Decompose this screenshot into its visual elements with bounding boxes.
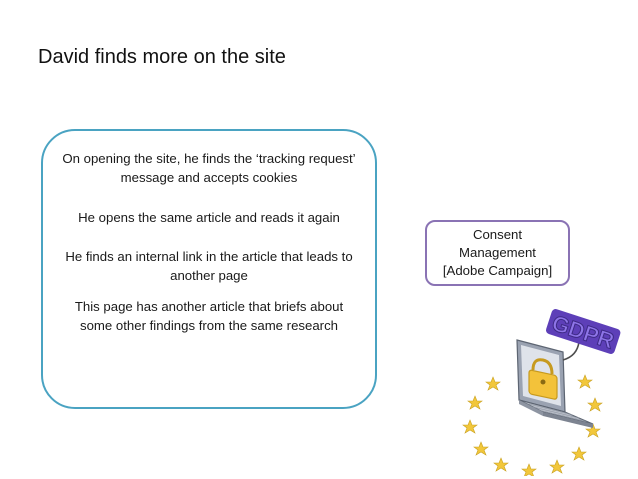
story-paragraph-3: He finds an internal link in the article…	[65, 249, 353, 283]
padlock-icon	[528, 358, 558, 400]
svg-text:GDPR: GDPR	[549, 310, 617, 353]
story-paragraph-2: He opens the same article and reads it a…	[78, 210, 340, 225]
consent-line-2: Management	[459, 245, 536, 260]
consent-line-1: Consent	[472, 227, 523, 242]
story-paragraph-4: This page has another article that brief…	[74, 299, 344, 333]
slide-title: David finds more on the site	[38, 46, 286, 68]
eu-stars-icon	[462, 374, 603, 476]
consent-line-3: [Adobe Campaign]	[442, 263, 553, 278]
gdpr-badge-icon: GDPR	[546, 309, 621, 354]
story-box: On opening the site, he finds the ‘track…	[41, 129, 377, 409]
story-paragraph-1: On opening the site, he finds the ‘track…	[62, 151, 356, 185]
consent-management-box: Consent Management [Adobe Campaign]	[425, 220, 570, 286]
gdpr-laptop-illustration: GDPR	[462, 309, 621, 476]
